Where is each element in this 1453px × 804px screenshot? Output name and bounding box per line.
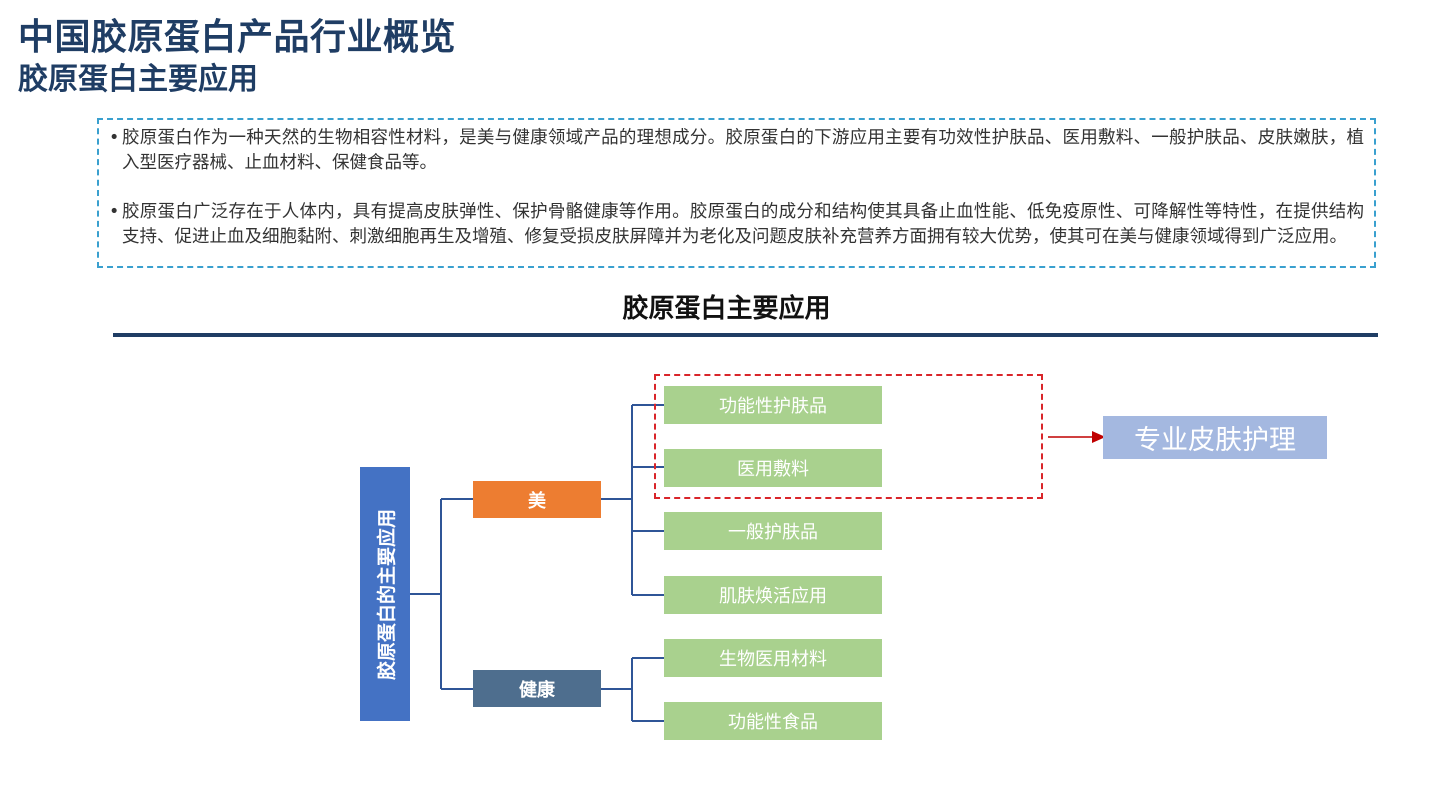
page-subtitle: 胶原蛋白主要应用 (18, 62, 258, 97)
leaf-functional-food: 功能性食品 (664, 702, 882, 740)
health-connector (601, 657, 664, 722)
diagram-title-rule (113, 333, 1378, 337)
leaf-medical-dressing: 医用敷料 (664, 449, 882, 487)
leaf-general-skincare: 一般护肤品 (664, 512, 882, 550)
diagram-title: 胶原蛋白主要应用 (622, 294, 831, 324)
root-connector (410, 498, 473, 690)
intro-bullet-1: 胶原蛋白作为一种天然的生物相容性材料，是美与健康领域产品的理想成分。胶原蛋白的下… (109, 126, 1364, 176)
page-title: 中国胶原蛋白产品行业概览 (18, 17, 457, 58)
beauty-connector (601, 404, 664, 596)
leaf-skin-rejuvenation: 肌肤焕活应用 (664, 576, 882, 614)
root-node: 胶原蛋白的主要应用 (360, 467, 410, 721)
category-beauty: 美 (473, 481, 601, 518)
professional-skincare-box: 专业皮肤护理 (1103, 416, 1327, 459)
root-node-label: 胶原蛋白的主要应用 (375, 508, 398, 680)
intro-bullet-2: 胶原蛋白广泛存在于人体内，具有提高皮肤弹性、保护骨骼健康等作用。胶原蛋白的成分和… (109, 200, 1364, 250)
leaf-biomedical-materials: 生物医用材料 (664, 639, 882, 677)
leaf-functional-skincare: 功能性护肤品 (664, 386, 882, 424)
category-health: 健康 (473, 670, 601, 707)
highlight-dashed-box (654, 374, 1043, 499)
intro-textbox: 胶原蛋白作为一种天然的生物相容性材料，是美与健康领域产品的理想成分。胶原蛋白的下… (97, 118, 1376, 268)
